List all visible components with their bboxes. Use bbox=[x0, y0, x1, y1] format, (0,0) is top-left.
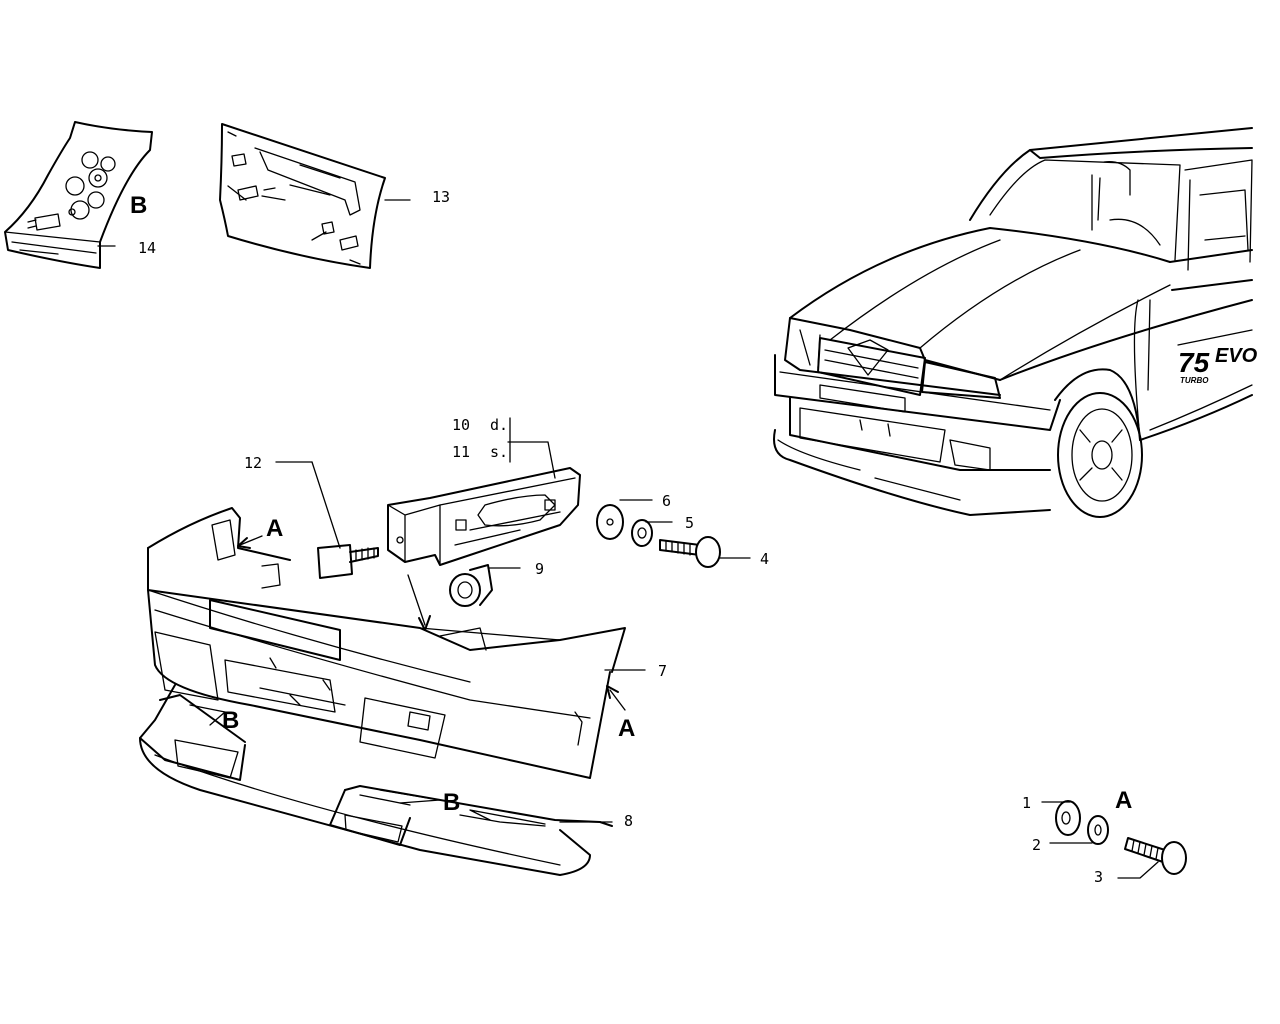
callout-1: 1 bbox=[1022, 794, 1031, 812]
spoiler-illustration bbox=[139, 684, 613, 876]
car-badge-variant: EVO bbox=[1215, 345, 1258, 367]
side-label-right: d. bbox=[490, 416, 508, 434]
washer-5-illustration bbox=[631, 519, 653, 547]
callout-11: 11 bbox=[452, 443, 470, 461]
callout-9: 9 bbox=[535, 560, 544, 578]
callout-4: 4 bbox=[760, 550, 769, 568]
washer-2-illustration bbox=[1087, 815, 1109, 845]
washer-1-illustration bbox=[1055, 800, 1081, 836]
callout-3: 3 bbox=[1094, 868, 1103, 886]
detail-letter-b-spoiler-right: B bbox=[443, 789, 460, 816]
callout-2: 2 bbox=[1032, 836, 1041, 854]
bumper-illustration bbox=[147, 507, 626, 779]
callout-14: 14 bbox=[138, 239, 156, 257]
callout-13: 13 bbox=[432, 188, 450, 206]
leader-lines bbox=[275, 417, 1159, 879]
callout-5: 5 bbox=[685, 514, 694, 532]
detail-letter-a-fasteners: A bbox=[1115, 787, 1132, 814]
detail-letter-b-spoiler-left: B bbox=[222, 707, 239, 734]
callout-6: 6 bbox=[662, 492, 671, 510]
car-badge-model: 75 bbox=[1178, 347, 1210, 378]
clip-bag-illustration bbox=[4, 121, 153, 269]
assembly-arrows bbox=[189, 535, 626, 825]
detail-letter-b-top: B bbox=[130, 192, 147, 219]
side-label-left: s. bbox=[490, 443, 508, 461]
washer-6-illustration bbox=[596, 504, 624, 540]
detail-letter-a-bumper-left: A bbox=[266, 515, 283, 542]
car-badge-subtitle: TURBO bbox=[1180, 376, 1209, 385]
bolt-3-illustration bbox=[1124, 837, 1187, 875]
callout-10: 10 bbox=[452, 416, 470, 434]
callout-12: 12 bbox=[244, 454, 262, 472]
car-illustration: 75 EVO TURBO bbox=[773, 127, 1258, 518]
fitting-kit-illustration bbox=[219, 123, 386, 269]
detail-letter-a-bumper-right: A bbox=[618, 715, 635, 742]
clip-9-illustration bbox=[449, 564, 493, 607]
callout-8: 8 bbox=[624, 812, 633, 830]
bracket-illustration bbox=[387, 467, 581, 566]
screw-12-illustration bbox=[317, 544, 379, 579]
callout-7: 7 bbox=[658, 662, 667, 680]
bolt-4-illustration bbox=[659, 536, 721, 568]
